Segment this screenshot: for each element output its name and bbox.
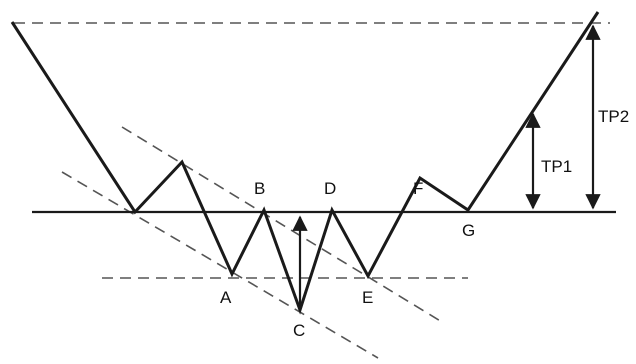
point-label-c: C (293, 321, 305, 340)
channel-upper-line (121, 126, 443, 323)
point-label-e: E (362, 288, 373, 307)
point-label-a: A (220, 288, 232, 307)
price-path (10, 11, 600, 315)
point-label-d: D (324, 179, 336, 198)
tp1-label: TP1 (541, 157, 572, 176)
point-label-b: B (254, 179, 265, 198)
tp2-label: TP2 (598, 107, 629, 126)
point-label-f: F (413, 179, 423, 198)
channel-lower-line (61, 171, 379, 359)
point-label-g: G (462, 221, 475, 240)
